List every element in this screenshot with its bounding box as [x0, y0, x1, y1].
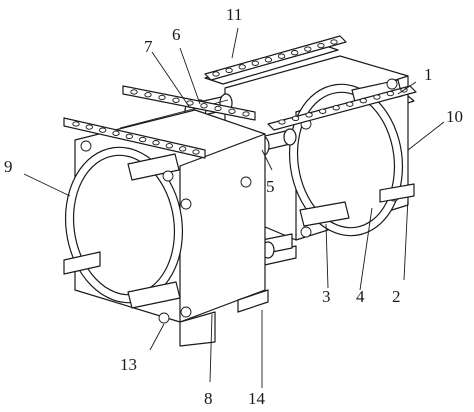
callout-8: 8: [204, 389, 213, 408]
bolt-hole: [373, 94, 381, 100]
callout-13: 13: [120, 355, 137, 374]
bolt-hole: [304, 46, 312, 52]
callout-2: 2: [392, 287, 401, 306]
bolt-hole: [179, 146, 187, 152]
bolt-hole: [317, 42, 325, 49]
bolt-hole: [278, 119, 286, 125]
callout-7: 7: [144, 37, 153, 56]
bolt-hole: [291, 50, 299, 56]
bolt-hole: [305, 112, 313, 118]
callout-11: 11: [226, 5, 242, 24]
bolt-hole: [332, 105, 340, 111]
bolt-hole: [238, 64, 246, 70]
callout-4: 4: [356, 287, 365, 306]
bolt-hole: [192, 149, 200, 155]
bolt-hole: [346, 101, 354, 107]
callout-14: 14: [248, 389, 266, 408]
callout-3: 3: [322, 287, 331, 306]
bolt-hole: [130, 89, 138, 95]
bolt-hole: [99, 127, 107, 133]
callout-1: 1: [424, 65, 433, 84]
bolt-hole: [72, 121, 80, 127]
bolt-hole: [85, 124, 93, 130]
bolt-hole: [277, 53, 286, 59]
bolt-hole: [291, 115, 300, 122]
bolt-hole: [112, 130, 120, 136]
bolt-hole: [319, 108, 327, 114]
bolt-hole: [212, 71, 220, 77]
bolt-hole: [264, 57, 273, 63]
callout-6: 6: [172, 25, 181, 44]
bolt-hole: [144, 92, 152, 98]
bolt-hole: [242, 111, 250, 117]
callout-leaders: [23, 27, 445, 388]
bolt-hole: [172, 97, 180, 103]
bolt-hole: [200, 103, 208, 109]
bolt-hole: [251, 60, 259, 66]
bolt-hole: [359, 98, 367, 104]
callout-labels: 1 2 3 4 5 6 7 8 9 10 11 13 14: [4, 5, 463, 408]
bolt-hole: [330, 39, 338, 45]
bolt-hole: [228, 108, 236, 114]
bolt-hole: [139, 136, 147, 143]
bolt-hole: [214, 105, 222, 112]
front-sleeve-unit: [63, 99, 269, 347]
bolt-hole: [386, 90, 395, 97]
bolt-hole: [125, 133, 133, 140]
callout-10: 10: [446, 107, 463, 126]
bolt-hole-rows: [72, 39, 408, 155]
callout-5: 5: [266, 177, 275, 196]
bolt-hole: [225, 67, 233, 74]
bolt-hole: [152, 140, 160, 146]
bolt-hole: [165, 143, 173, 149]
callout-9: 9: [4, 157, 13, 176]
bolt-hole: [158, 94, 166, 101]
